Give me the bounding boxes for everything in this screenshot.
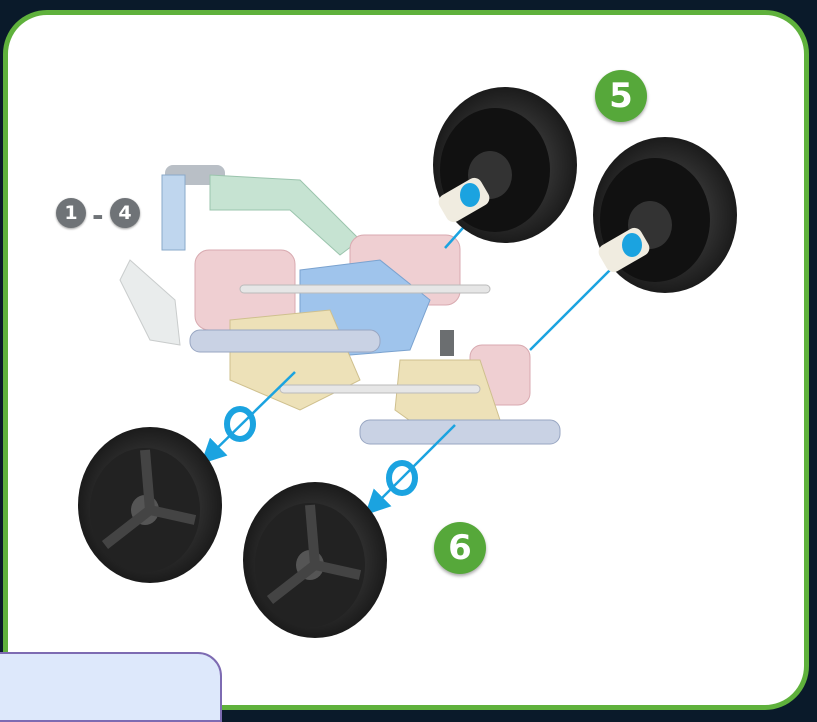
corner-tab [0, 652, 222, 722]
grey-clip [440, 330, 454, 356]
arrow-icon [529, 269, 611, 351]
wheel-icon [433, 87, 577, 243]
blue-connector-left [161, 174, 186, 251]
chassis-assembly [119, 165, 561, 445]
wheel-icon [243, 482, 387, 638]
green-connector [209, 174, 361, 256]
step-range-end: 4 [110, 198, 140, 228]
wheel-icon [78, 427, 222, 583]
axle-rod-top [239, 284, 491, 294]
white-connector [119, 259, 181, 346]
step-range-separator: - [92, 199, 104, 232]
wheel-icon [593, 137, 737, 293]
spacer-ring-icon [386, 460, 418, 496]
step-6-badge: 6 [434, 522, 486, 574]
step-5-badge: 5 [595, 70, 647, 122]
step-range-start: 1 [56, 198, 86, 228]
rod-front [189, 329, 381, 353]
axle-rod-bottom [279, 384, 481, 394]
spacer-ring-icon [224, 406, 256, 442]
rod-rear [359, 419, 561, 445]
spacer-rings [224, 406, 418, 496]
